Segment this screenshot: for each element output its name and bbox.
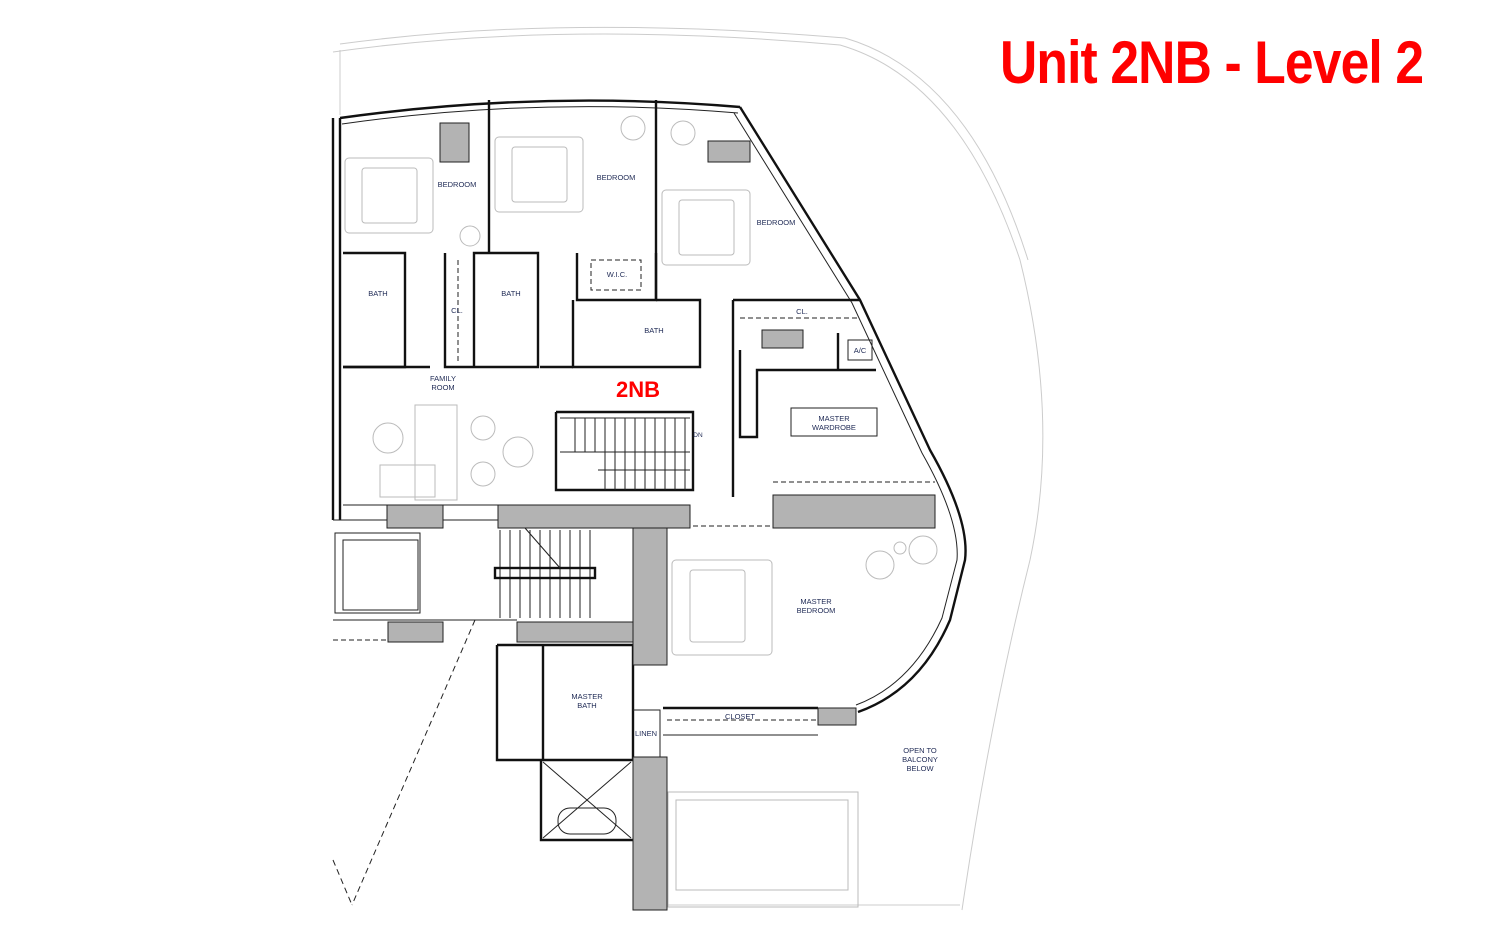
- site-outline: [332, 26, 1044, 911]
- label-master-wardrobe-2: WARDROBE: [812, 423, 856, 432]
- label-bedroom-2: BEDROOM: [597, 173, 636, 182]
- label-bedroom-1: BEDROOM: [438, 180, 477, 189]
- label-open-to-balcony-1: OPEN TO: [903, 746, 937, 755]
- label-master-wardrobe-1: MASTER: [818, 414, 850, 423]
- label-family-room-2: ROOM: [431, 383, 454, 392]
- room-labels: BEDROOM BEDROOM BEDROOM BATH BATH BATH C…: [368, 173, 938, 773]
- label-master-bedroom-1: MASTER: [800, 597, 832, 606]
- label-master-bedroom-2: BEDROOM: [797, 606, 836, 615]
- label-master-bath-2: BATH: [577, 701, 596, 710]
- stairs: [334, 417, 690, 618]
- label-open-to-balcony-2: BALCONY: [902, 755, 938, 764]
- unit-label: 2NB: [616, 377, 660, 402]
- label-family-room-1: FAMILY: [430, 374, 456, 383]
- label-linen: LINEN: [635, 729, 657, 738]
- furniture: [332, 115, 938, 908]
- label-ac: A/C: [854, 346, 867, 355]
- label-master-bath-1: MASTER: [571, 692, 603, 701]
- label-bath-2: BATH: [501, 289, 520, 298]
- label-closet-2: CL.: [796, 307, 808, 316]
- label-bath-1: BATH: [368, 289, 387, 298]
- label-closet: CLOSET: [725, 712, 755, 721]
- label-bedroom-3: BEDROOM: [757, 218, 796, 227]
- label-bath-3: BATH: [644, 326, 663, 335]
- structural-columns: [386, 122, 936, 911]
- label-closet-1: CL.: [451, 306, 463, 315]
- label-stair-down: DN: [693, 432, 703, 439]
- exterior-walls: [331, 99, 967, 714]
- label-wic: W.I.C.: [607, 270, 627, 279]
- plan-title: Unit 2NB - Level 2: [1000, 29, 1424, 96]
- label-open-to-balcony-3: BELOW: [906, 764, 934, 773]
